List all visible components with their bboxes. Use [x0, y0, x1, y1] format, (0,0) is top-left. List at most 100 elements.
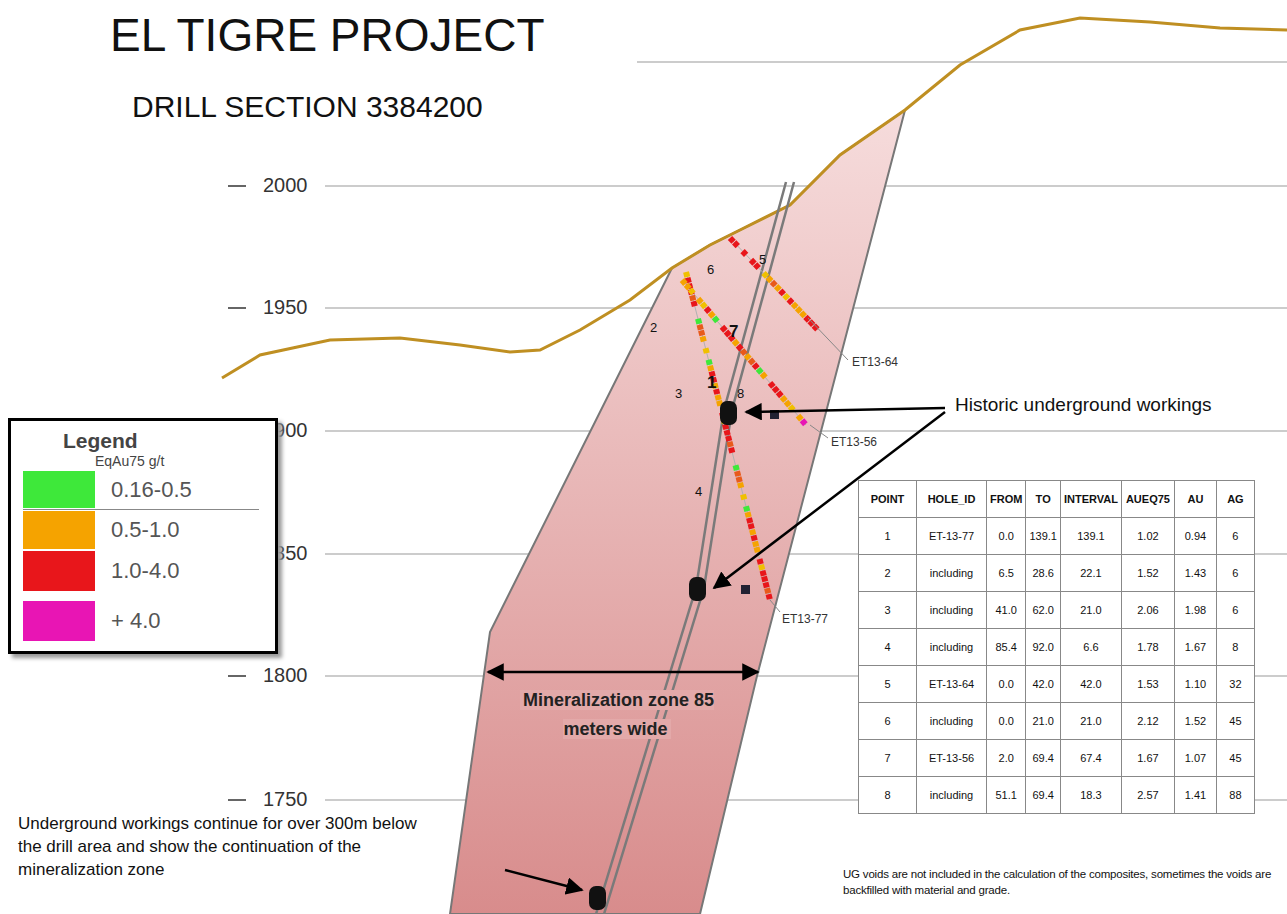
- table-cell: 5: [884, 678, 890, 690]
- legend-rule: [23, 509, 259, 510]
- table-cell: 139.1: [1077, 530, 1105, 542]
- table-cell: 1.52: [1185, 715, 1206, 727]
- table-cell: 0.0: [999, 678, 1014, 690]
- table-cell: 42.0: [1080, 678, 1101, 690]
- table-cell: 2.06: [1137, 604, 1158, 616]
- table-cell: 139.1: [1029, 530, 1057, 542]
- table-header: INTERVAL: [1064, 493, 1118, 505]
- table-cell: 22.1: [1080, 567, 1101, 579]
- table-cell: 1.41: [1185, 789, 1206, 801]
- table-cell: 88: [1229, 789, 1241, 801]
- table-header: AUEQ75: [1126, 493, 1170, 505]
- legend-swatch: [23, 601, 95, 641]
- legend-text: 1.0-4.0: [111, 558, 180, 584]
- table-cell: 2.57: [1137, 789, 1158, 801]
- workings-symbol: [589, 401, 779, 910]
- table-cell: 21.0: [1032, 715, 1053, 727]
- table-cell: 1.67: [1185, 641, 1206, 653]
- table-cell: 6: [1232, 604, 1238, 616]
- table-cell: 51.1: [995, 789, 1016, 801]
- table-cell: 92.0: [1032, 641, 1053, 653]
- table-cell: 3: [884, 604, 890, 616]
- table-cell: ET-13-64: [929, 678, 974, 690]
- table-cell: 6: [1232, 567, 1238, 579]
- legend-swatch: [23, 511, 95, 549]
- table-cell: 85.4: [995, 641, 1016, 653]
- elevation-label: 1950: [263, 296, 308, 319]
- table-cell: 0.0: [999, 715, 1014, 727]
- table-cell: 1.98: [1185, 604, 1206, 616]
- table-header: AG: [1227, 493, 1244, 505]
- table-cell: ET-13-56: [929, 752, 974, 764]
- callout-number: 8: [737, 386, 744, 401]
- elevation-label: 1750: [263, 788, 308, 811]
- table-cell: 2.0: [999, 752, 1014, 764]
- hole-id: ET13-77: [782, 612, 828, 626]
- table-cell: including: [930, 567, 973, 579]
- table-cell: 41.0: [995, 604, 1016, 616]
- callout-text: Historic underground workings: [955, 394, 1212, 416]
- table-cell: 6.5: [999, 567, 1014, 579]
- diagram-title: EL TIGRE PROJECT: [110, 8, 545, 62]
- table-cell: 1.53: [1137, 678, 1158, 690]
- table-cell: 8: [884, 789, 890, 801]
- table-cell: 42.0: [1032, 678, 1053, 690]
- table-cell: 21.0: [1080, 604, 1101, 616]
- elevation-label: 1800: [263, 664, 308, 687]
- table-cell: 1: [884, 530, 890, 542]
- hole-id: ET13-64: [852, 355, 898, 369]
- hole-id: ET13-56: [831, 435, 877, 449]
- table-cell: 6: [1232, 530, 1238, 542]
- table-cell: 1.52: [1137, 567, 1158, 579]
- callout-number: 1: [707, 373, 716, 393]
- legend-swatch: [23, 471, 95, 508]
- legend-title: Legend: [63, 429, 138, 453]
- footnote: UG voids are not included in the calcula…: [843, 866, 1273, 898]
- table-cell: 6.6: [1083, 641, 1098, 653]
- table-cell: 1.02: [1137, 530, 1158, 542]
- table-cell: 4: [884, 641, 890, 653]
- table-header: HOLE_ID: [928, 493, 976, 505]
- legend-box: LegendEqAu75 g/t0.16-0.50.5-1.01.0-4.0+ …: [8, 418, 278, 654]
- mineralization-zone: Mineralization zone 85 meters wide: [440, 100, 920, 914]
- table-cell: 18.3: [1080, 789, 1101, 801]
- table-cell: 6: [884, 715, 890, 727]
- table-cell: 7: [884, 752, 890, 764]
- legend-swatch: [23, 551, 95, 591]
- legend-text: + 4.0: [111, 608, 161, 634]
- table-cell: 32: [1229, 678, 1241, 690]
- table-cell: 2: [884, 567, 890, 579]
- table-cell: 8: [1232, 641, 1238, 653]
- table-cell: 2.12: [1137, 715, 1158, 727]
- callout-number: 5: [759, 252, 766, 267]
- callout-number: 3: [675, 386, 682, 401]
- table-cell: 21.0: [1080, 715, 1101, 727]
- callout-number: 4: [695, 484, 702, 499]
- table-cell: including: [930, 604, 973, 616]
- table-cell: 1.10: [1185, 678, 1206, 690]
- table-cell: 28.6: [1032, 567, 1053, 579]
- table-cell: including: [930, 789, 973, 801]
- table-cell: including: [930, 641, 973, 653]
- table-cell: 69.4: [1032, 789, 1053, 801]
- callout-number: 2: [650, 320, 657, 335]
- table-header: AU: [1187, 493, 1203, 505]
- elevation-label: 2000: [263, 174, 308, 197]
- legend-text: 0.16-0.5: [111, 477, 192, 503]
- table-cell: 69.4: [1032, 752, 1053, 764]
- zone-label: Mineralization zone 85 meters wide: [492, 686, 742, 744]
- callout-number: 6: [707, 262, 714, 277]
- underground-workings: [596, 182, 794, 914]
- assay-table: POINTHOLE_IDFROMTOINTERVALAUEQ75AUAG1ET-…: [858, 480, 1255, 814]
- table-cell: 45: [1229, 715, 1241, 727]
- table-cell: 62.0: [1032, 604, 1053, 616]
- subtitle: DRILL SECTION 3384200: [132, 90, 483, 124]
- table-cell: 1.78: [1137, 641, 1158, 653]
- table-cell: 0.94: [1185, 530, 1206, 542]
- table-cell: 1.67: [1137, 752, 1158, 764]
- table-header: POINT: [871, 493, 905, 505]
- table-cell: 67.4: [1080, 752, 1101, 764]
- table-cell: 1.07: [1185, 752, 1206, 764]
- table-header: FROM: [990, 493, 1022, 505]
- note-text: Underground workings continue for over 3…: [18, 812, 438, 881]
